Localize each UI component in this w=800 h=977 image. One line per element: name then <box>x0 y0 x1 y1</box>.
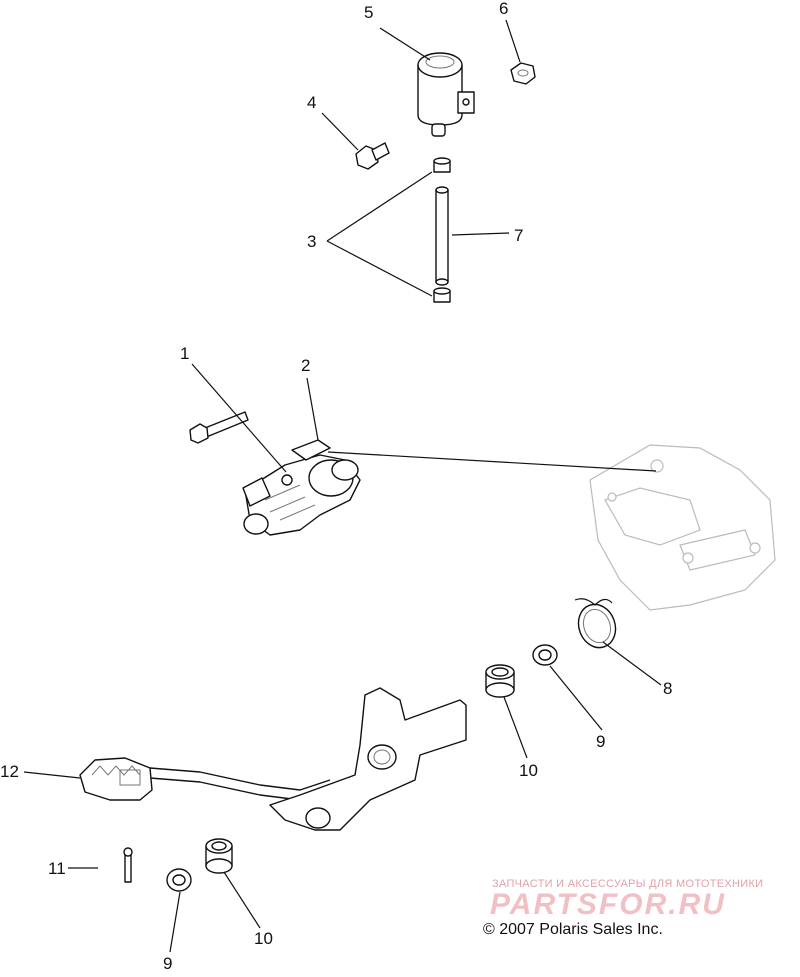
callout-8: 8 <box>663 679 673 698</box>
callout-9-lower: 9 <box>163 954 173 973</box>
callout-9-upper: 9 <box>596 732 606 751</box>
mounting-bracket <box>589 444 776 611</box>
part-9-washer-lower <box>166 868 192 892</box>
part-4-bolt <box>355 142 390 170</box>
part-3-clamps <box>433 157 451 303</box>
callout-10-upper: 10 <box>519 761 538 780</box>
part-1-pivot-bolt <box>189 411 249 444</box>
callout-7: 7 <box>514 226 524 245</box>
part-10-bushing-upper <box>485 664 515 698</box>
part-11-cotter-pin <box>123 847 133 883</box>
callout-4: 4 <box>307 93 317 112</box>
callout-5: 5 <box>364 3 374 22</box>
callout-12: 12 <box>0 762 19 781</box>
callout-2: 2 <box>301 356 311 375</box>
callout-10-lower: 10 <box>254 929 273 948</box>
leader-lines <box>23 19 662 953</box>
part-2-master-cylinder <box>242 439 361 536</box>
watermark-brand: PARTSFOR.RU <box>490 888 726 921</box>
part-12-brake-pedal <box>79 687 467 831</box>
part-7-hose <box>435 186 449 286</box>
part-5-reservoir <box>417 52 475 137</box>
callout-11: 11 <box>48 859 66 878</box>
part-6-nut <box>510 62 536 85</box>
watermark-tagline: ЗАПЧАСТИ И АКСЕССУАРЫ ДЛЯ МОТОТЕХНИКИ <box>492 878 764 890</box>
part-9-washer-upper <box>532 644 558 666</box>
callout-6: 6 <box>499 0 509 18</box>
callout-1: 1 <box>180 344 190 363</box>
copyright-text: © 2007 Polaris Sales Inc. <box>483 921 663 938</box>
callout-3: 3 <box>307 232 317 251</box>
part-10-bushing-lower <box>205 838 233 874</box>
part-8-spring <box>574 598 617 649</box>
